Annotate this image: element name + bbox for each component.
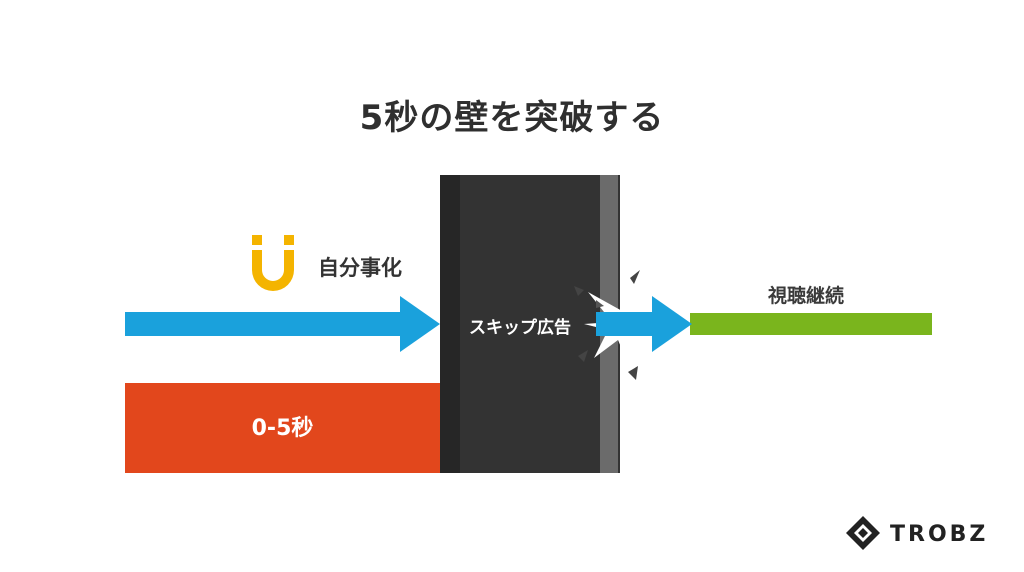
magnet-icon: [252, 235, 294, 291]
skip-ad-label: スキップ広告: [469, 318, 571, 338]
result-line: [690, 313, 932, 335]
page-title: 5秒の壁を突破する: [359, 98, 665, 138]
outgoing-arrow: [596, 296, 692, 352]
result-label: 視聴継続: [768, 285, 845, 307]
duration-bar: [125, 383, 440, 473]
incoming-arrow: [125, 296, 440, 352]
magnet-label: 自分事化: [318, 256, 402, 280]
trobz-logo-icon: [846, 516, 880, 550]
brand-name: TROBZ: [890, 521, 989, 547]
brand: TROBZ: [846, 517, 988, 551]
duration-label: 0-5秒: [251, 416, 314, 441]
